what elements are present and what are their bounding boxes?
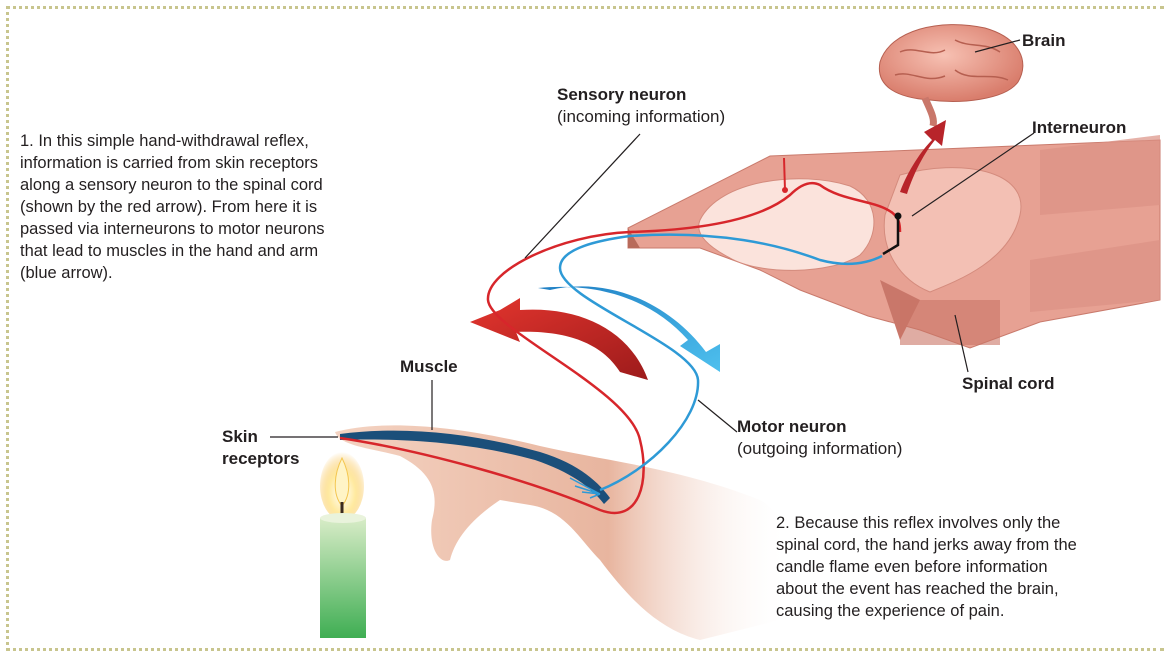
candle-illustration	[320, 452, 366, 638]
sensory-neuron-note: (incoming information)	[557, 106, 725, 128]
skin-receptors-label-line2: receptors	[222, 448, 299, 470]
sensory-neuron-label: Sensory neuron	[557, 84, 725, 106]
caption-reflex-explanation: 1. In this simple hand-withdrawal reflex…	[20, 130, 355, 284]
label-sensory-neuron: Sensory neuron (incoming information)	[557, 84, 725, 128]
label-skin-receptors: Skin receptors	[222, 426, 299, 470]
label-motor-neuron: Motor neuron (outgoing information)	[737, 416, 902, 460]
brain-label: Brain	[1022, 30, 1065, 52]
spinal-cord-label: Spinal cord	[962, 373, 1055, 395]
interneuron-label: Interneuron	[1032, 117, 1126, 139]
spinal-cord-illustration	[628, 135, 1160, 348]
sensory-direction-arrow	[470, 298, 648, 380]
label-spinal-cord: Spinal cord	[962, 373, 1055, 395]
motor-neuron-note: (outgoing information)	[737, 438, 902, 460]
label-interneuron: Interneuron	[1032, 117, 1126, 139]
skin-receptors-label-line1: Skin	[222, 426, 299, 448]
caption-reflex-outcome: 2. Because this reflex involves only the…	[776, 512, 1086, 622]
motor-neuron-label: Motor neuron	[737, 416, 902, 438]
muscle-label: Muscle	[400, 356, 458, 378]
label-muscle: Muscle	[400, 356, 458, 378]
hand-illustration	[335, 425, 790, 640]
label-brain: Brain	[1022, 30, 1065, 52]
brain-illustration	[879, 25, 1022, 126]
